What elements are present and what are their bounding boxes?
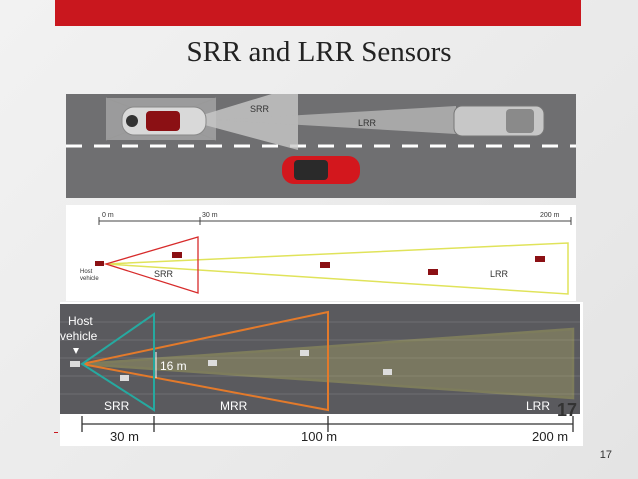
target-vehicle-icon [172, 252, 182, 258]
lrr-range-triangle [105, 242, 569, 295]
road-diagram: SRR LRR [66, 86, 576, 198]
host-car [121, 106, 207, 136]
red-car [282, 156, 360, 184]
radar-host-label-2: vehicle [60, 329, 98, 343]
width-label: 16 m [160, 359, 187, 373]
mrr-coverage-label: MRR [220, 399, 248, 413]
host-vehicle-icon [95, 261, 104, 266]
radar-coverage-svg: 16 m Host vehicle SRR MRR LRR 17 30 m 10… [60, 302, 583, 446]
srr-cone [186, 86, 298, 150]
mrr-coverage [81, 310, 329, 412]
target-vehicle-icon [120, 375, 129, 381]
srr-range-triangle [103, 236, 199, 294]
lrr-beam [216, 106, 456, 134]
target-vehicle-icon [300, 350, 309, 356]
target-vehicle-icon [208, 360, 217, 366]
host-vehicle-label-2: vehicle [80, 276, 99, 282]
title-accent-bar [55, 0, 581, 26]
road-diagram-svg: SRR LRR [66, 86, 576, 198]
host-vehicle-label-1: Host [80, 269, 93, 275]
target-vehicle-icon [535, 256, 545, 262]
target-vehicle-icon [383, 369, 392, 375]
slide-title: SRR and LRR Sensors [186, 36, 452, 68]
target-vehicle-icon [320, 262, 330, 268]
srr-coverage [80, 312, 155, 412]
range-schematic: 0 m 30 m 200 m Host vehicle SRR LRR [66, 205, 576, 301]
accent-tick [54, 432, 58, 433]
radar-distance-100m: 100 m [301, 429, 337, 444]
host-pointer-arrow [73, 348, 79, 354]
radar-distance-200m: 200 m [532, 429, 568, 444]
srr-coverage-label: SRR [104, 399, 130, 413]
tick-label-0m: 0 m [102, 212, 114, 219]
lrr-range-label: LRR [490, 269, 509, 279]
slide-number: 17 [599, 449, 612, 461]
tick-label-200m: 200 m [540, 212, 560, 219]
radar-host-label-1: Host [68, 314, 93, 328]
srr-beam-label: SRR [250, 104, 270, 114]
host-vehicle-icon [70, 361, 80, 367]
lrr-coverage-label: LRR [526, 399, 550, 413]
lrr-beam-label: LRR [358, 118, 377, 128]
van [453, 105, 545, 137]
srr-range-label: SRR [154, 269, 174, 279]
target-vehicle-icon [428, 269, 438, 275]
page-watermark: 17 [557, 400, 577, 420]
tick-label-30m: 30 m [202, 212, 218, 219]
radar-coverage-diagram: 16 m Host vehicle SRR MRR LRR 17 30 m 10… [60, 302, 583, 446]
radar-distance-30m: 30 m [110, 429, 139, 444]
range-schematic-svg: 0 m 30 m 200 m Host vehicle SRR LRR [80, 212, 572, 295]
